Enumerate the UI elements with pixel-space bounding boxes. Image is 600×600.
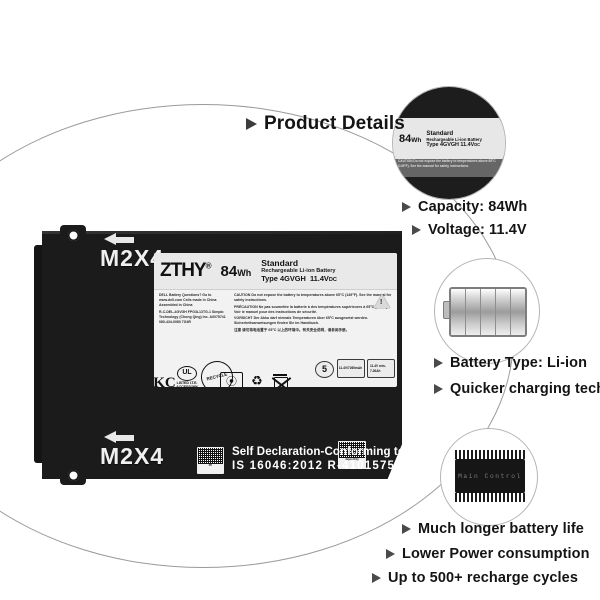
annotation-capacity-text: Capacity: 84Wh — [418, 199, 528, 215]
screw-arrow-bottom-icon — [104, 431, 134, 444]
annotation-battery-life-text: Much longer battery life — [418, 521, 584, 537]
caution-fr-text: PRÉCAUTION Ne pas soumettre la batterie … — [234, 304, 389, 314]
caution-en-text: CAUTION Do not expose the battery to tem… — [234, 293, 392, 303]
annotation-heading-text: Product Details — [264, 113, 405, 134]
warning-triangle-icon — [374, 294, 390, 308]
brand-logo: ZTHY® — [160, 260, 212, 281]
bullet-marker-icon — [412, 225, 421, 235]
manufacturer-code-text: R-C-DEL-4GVGH FPG3L13TG-1 Simplo Technol… — [159, 309, 226, 324]
compliance-icon-row: ⦿ 2ICP5/54/94-2 ♻ Li-ion00 — [220, 372, 292, 387]
inset-main-control-chip: Main Control — [440, 428, 538, 526]
caution-de-text: VORSICHT Der Akku darf niemals Temperatu… — [234, 316, 369, 326]
spec-label-right-column: CAUTION Do not expose the battery to tem… — [234, 293, 392, 387]
battery-mount-tab-top — [60, 225, 86, 245]
ic-chip-icon: Main Control — [455, 459, 525, 493]
annotation-voltage: Voltage: 11.4V — [412, 222, 527, 238]
screw-arrow-top-icon — [104, 233, 134, 246]
annotation-battery-type: Battery Type: Li-ion — [434, 355, 587, 371]
spec-label-body: DELL Battery Questions? Go to www.dell.c… — [154, 290, 397, 387]
qr-code-right — [339, 442, 365, 459]
annotation-power-consumption-text: Lower Power consumption — [402, 546, 590, 562]
ul-mark-icon: UL LISTED I.T.E. ACCESSORY 5W23 — [176, 365, 198, 387]
barcode-sticker-right: Japan Only — [338, 441, 366, 469]
inset-label-closeup: 84Wh Standard Rechargeable Li-ion Batter… — [392, 86, 506, 200]
inset1-top-shade — [393, 87, 505, 121]
chip-pins-bottom — [455, 493, 525, 502]
screw-spec-top: M2X4 — [100, 245, 165, 271]
self-declaration-text: Self Declaration-Conforming to IS 16046:… — [232, 445, 447, 473]
battery-product-image: M2X4 M2X4 ZTHY® 84Wh Standard Rechargeab… — [34, 225, 405, 485]
inset1-capacity: 84Wh — [399, 132, 422, 145]
type-line: Type 4GVGH 11.4VDC — [261, 273, 337, 283]
screw-spec-bottom: M2X4 — [100, 443, 165, 469]
barcode-text-left: PC — [208, 463, 213, 467]
inset1-chemistry: Rechargeable Li-ion Battery — [426, 136, 482, 142]
inset-cell-pack — [434, 258, 540, 364]
annotation-battery-type-text: Battery Type: Li-ion — [450, 355, 588, 371]
spec-label-left-column: DELL Battery Questions? Go to www.dell.c… — [159, 293, 229, 387]
inset1-caution-text: CAUTION Do not expose the battery to tem… — [398, 159, 496, 169]
bullet-marker-icon — [434, 384, 443, 394]
weee-icon-group — [271, 372, 292, 387]
chip-pins-top — [455, 450, 525, 459]
battery-mount-tab-bottom — [60, 465, 86, 485]
crossed-bin-icon — [271, 374, 292, 387]
annotation-charging: Quicker charging tech — [434, 381, 600, 397]
certification-marks: KC UL LISTED I.T.E. ACCESSORY 5W23 RECYC… — [154, 357, 237, 387]
safety-cert-icon: ⦿ — [220, 372, 243, 387]
dell-info-text: DELL Battery Questions? Go to www.dell.c… — [159, 293, 217, 307]
capacity-wh: 84Wh — [220, 262, 252, 280]
chip-label: Main Control — [458, 472, 522, 480]
registered-mark: ® — [205, 261, 212, 271]
qr-code-left — [198, 448, 223, 464]
annotation-product-details: Product Details — [246, 113, 405, 135]
self-declaration-line2: IS 16046:2012 R-41015750 — [232, 460, 403, 473]
battery-left-edge — [34, 245, 44, 463]
inset1-standard-block: Standard Rechargeable Li-ion Battery Typ… — [426, 130, 482, 148]
chemistry-line: Rechargeable Li-ion Battery — [261, 268, 336, 275]
badge-passed: 11.4V/7260mAh — [336, 359, 365, 378]
barcode-sticker-left: PC — [197, 447, 224, 474]
annotation-charging-text: Quicker charging tech — [450, 381, 600, 397]
annotation-recharge-cycles: Up to 500+ recharge cycles — [372, 570, 578, 586]
standard-title: Standard — [261, 258, 299, 269]
inset1-standard: Standard — [426, 129, 454, 137]
ul-listed-text: LISTED I.T.E. ACCESSORY 5W23 — [176, 381, 198, 387]
bullet-marker-icon — [372, 573, 381, 583]
annotation-battery-life: Much longer battery life — [402, 521, 584, 537]
recycle-icon-group: ♻ Li-ion00 — [247, 372, 267, 387]
annotation-capacity: Capacity: 84Wh — [402, 199, 527, 215]
bullet-marker-icon — [402, 202, 411, 212]
recycle-arrows-icon: ♻ — [251, 373, 263, 387]
annotation-recharge-cycles-text: Up to 500+ recharge cycles — [388, 570, 578, 586]
ul-circle: UL — [177, 365, 197, 381]
annotation-voltage-text: Voltage: 11.4V — [428, 222, 527, 238]
barcode-text-right: Japan Only — [345, 458, 359, 462]
badge-5-icon: 5 — [315, 361, 334, 378]
annotation-power-consumption: Lower Power consumption — [386, 546, 590, 562]
certification-badges: 5 11.4V/7260mAh 11.4V min-7.26Ah — [315, 359, 395, 378]
bullet-marker-icon — [402, 524, 411, 534]
kc-mark-icon: KC — [154, 375, 176, 387]
battery-spec-label: ZTHY® 84Wh Standard Rechargeable Li-ion … — [154, 253, 397, 387]
bullet-marker-icon — [386, 549, 395, 559]
inset1-label: 84Wh Standard Rechargeable Li-ion Batter… — [393, 118, 505, 159]
bullet-marker-icon — [246, 118, 257, 130]
battery-cells-icon — [449, 287, 527, 337]
self-declaration-line1: Self Declaration-Conforming to — [232, 446, 405, 458]
caution-cn-text: 注意 请勿将电池置于 65°C 以上的环境中。有关安全说明，请参阅手册。 — [234, 328, 350, 333]
bullet-marker-icon — [434, 358, 443, 368]
inset1-grey-band — [393, 158, 505, 177]
inset1-type: Type 4GVGH 11.4VDC — [426, 141, 481, 148]
cert-icon-group: ⦿ 2ICP5/54/94-2 — [220, 372, 243, 387]
spec-label-header: ZTHY® 84Wh Standard Rechargeable Li-ion … — [154, 253, 397, 290]
standard-block: Standard Rechargeable Li-ion Battery Typ… — [261, 258, 337, 283]
badge-ps: 11.4V min-7.26Ah — [367, 359, 395, 378]
